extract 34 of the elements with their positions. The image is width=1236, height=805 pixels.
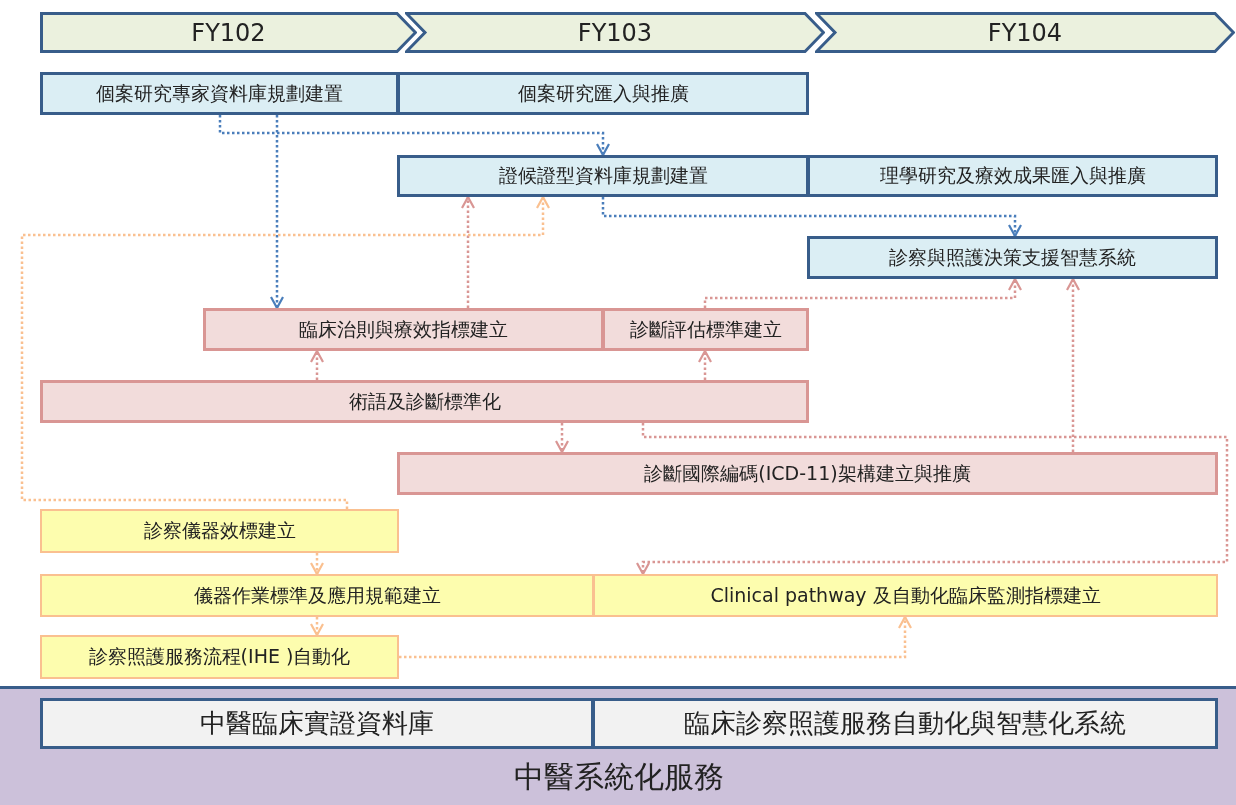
task-box: 診察與照護決策支援智慧系統 <box>807 236 1218 279</box>
phase-header: FY103 <box>405 12 825 53</box>
arrow <box>697 349 713 380</box>
service-band <box>0 686 1236 805</box>
arrow <box>460 195 476 308</box>
arrow <box>703 277 1023 308</box>
arrow <box>554 423 570 454</box>
arrow <box>309 349 325 380</box>
task-box: 理學研究及療效成果匯入與推廣 <box>807 155 1218 197</box>
system-box: 臨床診察照護服務自動化與智慧化系統 <box>592 698 1218 749</box>
arrow <box>269 115 285 310</box>
task-box: Clinical pathway 及自動化臨床監測指標建立 <box>593 574 1218 617</box>
task-box: 術語及診斷標準化 <box>40 380 809 423</box>
task-box: 儀器作業標準及應用規範建立 <box>40 574 594 617</box>
arrow <box>1065 277 1081 452</box>
arrow <box>20 195 551 510</box>
task-box: 臨床治則與療效指標建立 <box>203 308 604 351</box>
task-box: 證候證型資料庫規劃建置 <box>397 155 809 197</box>
arrow <box>309 617 325 637</box>
arrow <box>309 553 325 576</box>
phase-header: FY102 <box>40 12 417 53</box>
task-box: 診察照護服務流程(IHE )自動化 <box>40 635 399 679</box>
arrow <box>601 197 1023 238</box>
task-box: 診斷評估標準建立 <box>602 308 809 351</box>
arrow <box>399 615 913 659</box>
arrow <box>218 115 611 157</box>
arrow <box>635 423 1229 576</box>
phase-header: FY104 <box>815 12 1235 53</box>
system-box: 中醫臨床實證資料庫 <box>40 698 594 749</box>
task-box: 診察儀器效標建立 <box>40 509 399 553</box>
task-box: 診斷國際編碼(ICD-11)架構建立與推廣 <box>397 452 1218 495</box>
task-box: 個案研究專家資料庫規劃建置 <box>40 72 399 115</box>
task-box: 個案研究匯入與推廣 <box>397 72 809 115</box>
band-title: 中醫系統化服務 <box>512 758 725 796</box>
